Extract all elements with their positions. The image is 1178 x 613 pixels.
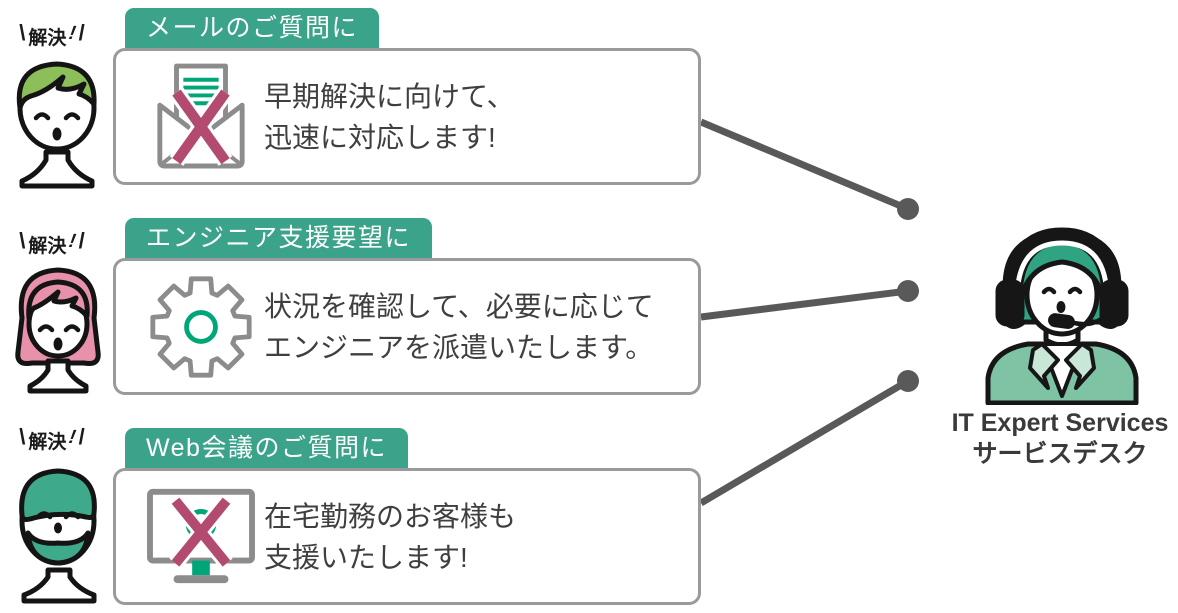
connector-dot-2 bbox=[897, 280, 919, 302]
badge-label: 解決 bbox=[28, 236, 67, 257]
green-hair-customer-icon bbox=[16, 61, 97, 189]
service-desk-title-en: IT Expert Services bbox=[951, 409, 1169, 437]
panel-text-line: 迅速に対応します! bbox=[264, 121, 496, 153]
solved-badge: \解決!/ bbox=[0, 228, 104, 258]
badge-bang: ! bbox=[67, 23, 78, 44]
service-desk-title: IT Expert Services サービスデスク bbox=[935, 408, 1178, 470]
solved-badge: \解決!/ bbox=[0, 20, 104, 50]
panel-text-web-meeting: 在宅勤務のお客様も 支援いたします! bbox=[264, 496, 516, 578]
mail-blocked-icon bbox=[157, 63, 245, 169]
info-panel-web-meeting: 在宅勤務のお客様も 支援いたします! bbox=[113, 468, 701, 605]
badge-slash-left: \ bbox=[19, 424, 26, 449]
pink-hair-customer-icon bbox=[15, 267, 101, 394]
connector-line-2 bbox=[700, 287, 909, 321]
service-desk-title-ja: サービスデスク bbox=[972, 440, 1148, 468]
section-header-engineer: エンジニア支援要望に bbox=[125, 218, 433, 258]
section-header-web-meeting: Web会議のご質問に bbox=[125, 428, 408, 468]
connector-dot-1 bbox=[897, 198, 919, 220]
panel-text-line: 早期解決に向けて、 bbox=[264, 80, 515, 112]
connector-line-3 bbox=[699, 377, 910, 507]
panel-text-line: 状況を確認して、必要に応じて bbox=[264, 290, 654, 322]
section-header-mail: メールのご質問に bbox=[125, 8, 380, 48]
masked-customer-icon bbox=[19, 468, 97, 604]
panel-text-line: 在宅勤務のお客様も bbox=[264, 500, 517, 532]
badge-bang: ! bbox=[67, 231, 78, 252]
info-panel-mail: 早期解決に向けて、 迅速に対応します! bbox=[113, 48, 701, 185]
badge-slash-right: / bbox=[78, 20, 85, 45]
badge-bang: ! bbox=[67, 427, 78, 448]
gear-icon bbox=[150, 275, 252, 378]
badge-slash-left: \ bbox=[19, 228, 26, 253]
panel-text-line: エンジニアを派遣いたします。 bbox=[264, 331, 654, 363]
support-operator-icon bbox=[985, 227, 1139, 405]
connector-dot-3 bbox=[897, 370, 919, 392]
badge-slash-left: \ bbox=[19, 20, 26, 45]
solved-badge: \解決!/ bbox=[0, 424, 104, 454]
badge-label: 解決 bbox=[28, 28, 67, 49]
badge-slash-right: / bbox=[78, 228, 85, 253]
connector-line-1 bbox=[699, 118, 910, 213]
panel-text-engineer: 状況を確認して、必要に応じて エンジニアを派遣いたします。 bbox=[264, 286, 654, 368]
badge-slash-right: / bbox=[78, 424, 85, 449]
panel-text-mail: 早期解決に向けて、 迅速に対応します! bbox=[264, 76, 515, 158]
badge-label: 解決 bbox=[28, 432, 67, 453]
panel-text-line: 支援いたします! bbox=[264, 541, 468, 573]
info-panel-engineer: 状況を確認して、必要に応じて エンジニアを派遣いたします。 bbox=[113, 258, 701, 395]
web-meeting-blocked-icon bbox=[147, 488, 255, 583]
